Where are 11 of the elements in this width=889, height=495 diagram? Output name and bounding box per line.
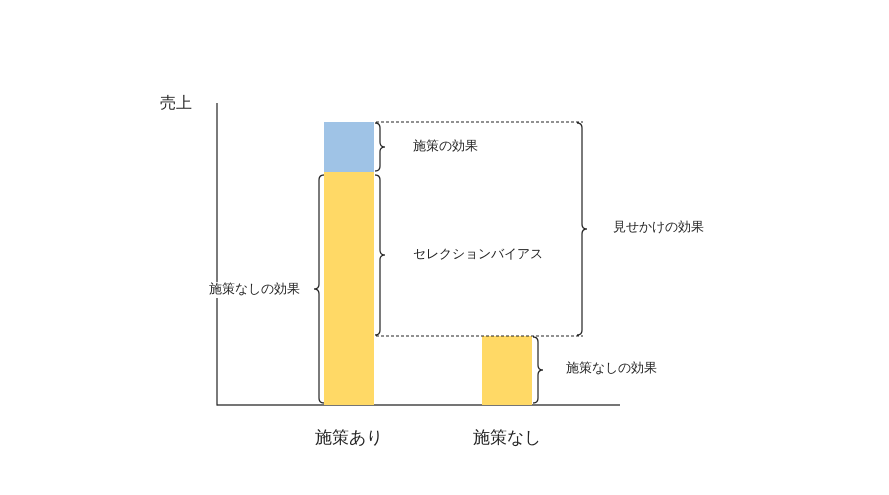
category-label: 施策なし [473, 428, 541, 448]
bar [324, 172, 374, 405]
brace-label: 施策なしの効果 [209, 282, 300, 298]
axis-label: 売上 [160, 93, 192, 113]
brace-label: セレクションバイアス [413, 247, 543, 263]
brace-label: 施策の効果 [413, 139, 478, 155]
brace-label: 見せかけの効果 [613, 220, 704, 236]
bar [324, 122, 374, 172]
category-label: 施策あり [315, 428, 383, 448]
bar [482, 336, 532, 405]
brace-label: 施策なしの効果 [566, 361, 657, 377]
